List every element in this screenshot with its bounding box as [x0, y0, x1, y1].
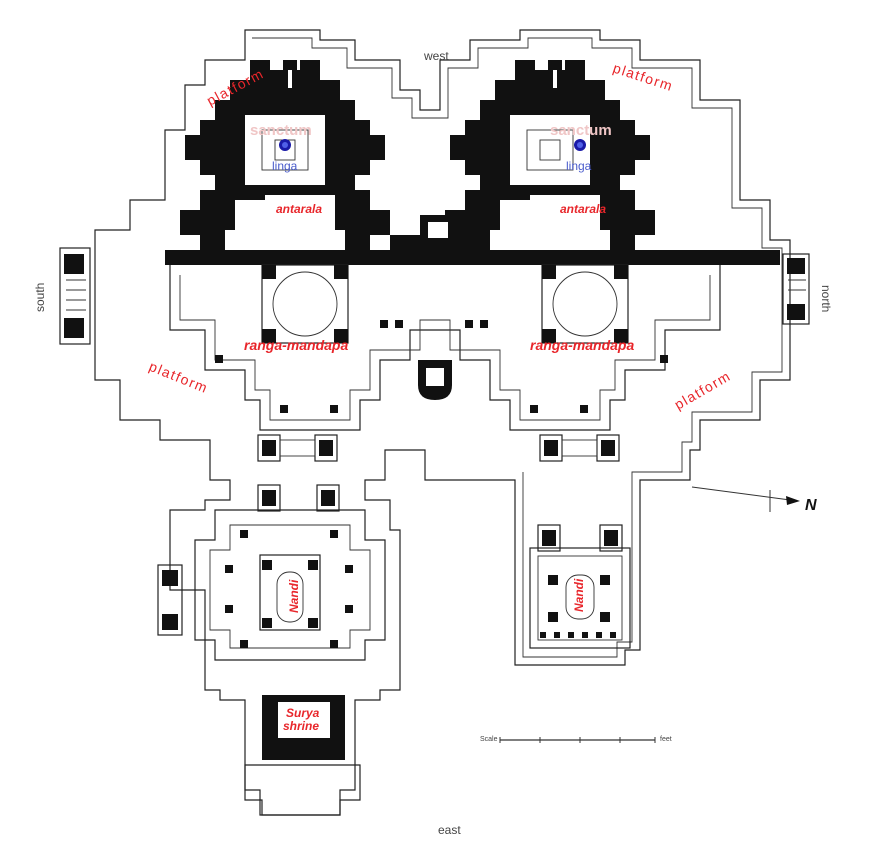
scale-end-label: feet [660, 736, 672, 743]
platform-label-se: platform [672, 367, 734, 412]
mandapa-label-left: ranga-mandapa [244, 337, 348, 353]
platform-label-ne: platform [611, 60, 675, 95]
nandi-pavilion-right [529, 524, 631, 649]
platform-outline [94, 29, 791, 816]
connecting-wall [165, 215, 780, 265]
north-arrow-label: N [805, 497, 817, 514]
mandapa-halls [169, 264, 721, 431]
direction-east: east [438, 823, 461, 837]
porches [257, 434, 620, 462]
sanctum-label-left: sanctum [250, 122, 312, 139]
north-shrine [445, 60, 655, 250]
mandapa-label-right: ranga-mandapa [530, 337, 634, 353]
scale-bar: Scale feet [480, 736, 672, 743]
surya-label-line1: Surya [286, 706, 320, 720]
surya-label-line2: shrine [283, 719, 319, 733]
direction-west: west [423, 49, 449, 63]
antarala-label-right: antarala [560, 202, 606, 216]
side-entrances [59, 247, 810, 345]
sanctum-label-right: sanctum [550, 122, 612, 139]
nandi-label-right: Nandi [572, 578, 586, 612]
south-shrine [180, 60, 390, 250]
nandi-pavilion-left [157, 484, 386, 661]
scale-label: Scale [480, 736, 498, 743]
north-arrow: N [691, 486, 817, 514]
direction-north: north [819, 285, 833, 312]
nandi-label-left: Nandi [287, 579, 301, 613]
platform-label-sw: platform [147, 358, 211, 396]
linga-label-right: linga [566, 159, 592, 173]
linga-label-left: linga [272, 159, 298, 173]
surya-shrine [244, 695, 361, 816]
direction-south: south [33, 283, 47, 312]
antarala-label-left: antarala [276, 202, 322, 216]
